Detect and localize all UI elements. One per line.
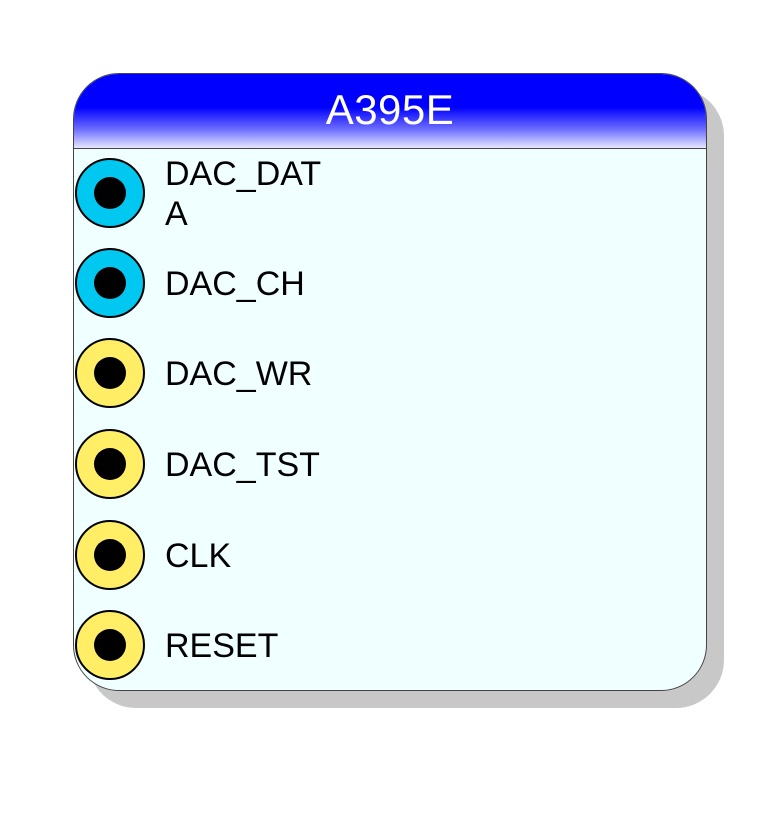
port-reset[interactable]: RESET	[74, 610, 474, 684]
block-title: A395E	[325, 86, 455, 133]
port-dac-ch[interactable]: DAC_CH	[74, 248, 474, 322]
port-label: CLK	[165, 537, 232, 575]
port-connector-icon[interactable]	[75, 520, 145, 590]
port-label: DAC_DAT A	[165, 155, 322, 233]
port-connector-icon[interactable]	[75, 610, 145, 680]
port-dac-tst[interactable]: DAC_TST	[74, 429, 474, 503]
port-label: DAC_TST	[165, 446, 320, 484]
port-connector-icon[interactable]	[75, 338, 145, 408]
port-label: DAC_CH	[165, 265, 305, 303]
port-clk[interactable]: CLK	[74, 520, 474, 594]
port-label: RESET	[165, 627, 279, 665]
component-block[interactable]: A395E DAC_DAT A DAC_CH DAC_WR DAC_TST CL…	[73, 73, 707, 691]
port-dac-data[interactable]: DAC_DAT A	[74, 155, 474, 233]
block-header: A395E	[74, 74, 706, 149]
port-connector-icon[interactable]	[75, 248, 145, 318]
port-label: DAC_WR	[165, 355, 313, 393]
port-connector-icon[interactable]	[75, 158, 145, 228]
port-connector-icon[interactable]	[75, 429, 145, 499]
port-dac-wr[interactable]: DAC_WR	[74, 338, 474, 412]
